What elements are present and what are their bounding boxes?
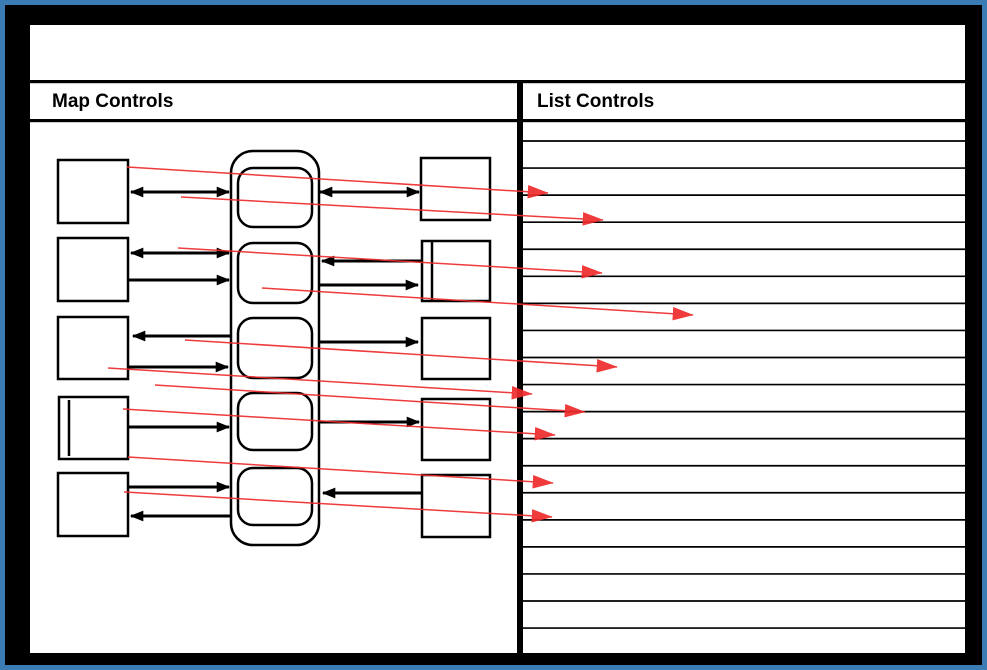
red-arrow-2 <box>180 196 604 226</box>
right-box-2 <box>420 239 492 303</box>
map-controls-title: Map Controls <box>52 91 174 112</box>
red-arrow-6 <box>107 367 533 400</box>
diagram-canvas <box>30 80 965 653</box>
left-box-5 <box>56 471 130 538</box>
middle-pill-container <box>229 149 321 547</box>
black-connectors <box>127 186 422 522</box>
title-band <box>30 25 965 80</box>
red-arrow-7 <box>154 384 586 418</box>
middle-box-1 <box>236 166 314 229</box>
list-controls-title: List Controls <box>537 91 655 112</box>
left-box-column <box>56 158 130 538</box>
middle-box-2 <box>236 241 314 305</box>
red-arrow-10 <box>123 491 553 523</box>
red-arrow-3 <box>177 247 603 279</box>
list-row-lines <box>523 140 965 629</box>
red-arrow-8 <box>122 408 556 441</box>
right-box-5 <box>420 473 492 539</box>
middle-box-5 <box>236 466 314 527</box>
left-box-2 <box>56 236 130 303</box>
red-arrow-5 <box>184 339 618 373</box>
header-top-rule <box>30 80 965 84</box>
black-frame: Map Controls List Controls <box>5 5 982 665</box>
red-arrow-9 <box>127 456 554 489</box>
page-content: Map Controls List Controls <box>30 25 965 653</box>
left-box-1 <box>56 158 130 225</box>
left-box-3 <box>56 315 130 381</box>
panel-divider <box>517 80 523 653</box>
header-bottom-rule <box>30 119 965 123</box>
red-annotation-arrows <box>107 166 694 523</box>
right-box-3 <box>420 316 492 381</box>
red-arrow-1 <box>126 166 549 199</box>
red-arrow-4 <box>261 287 694 321</box>
middle-box-4 <box>236 391 314 452</box>
middle-box-3 <box>236 316 314 380</box>
right-box-column <box>419 156 492 539</box>
